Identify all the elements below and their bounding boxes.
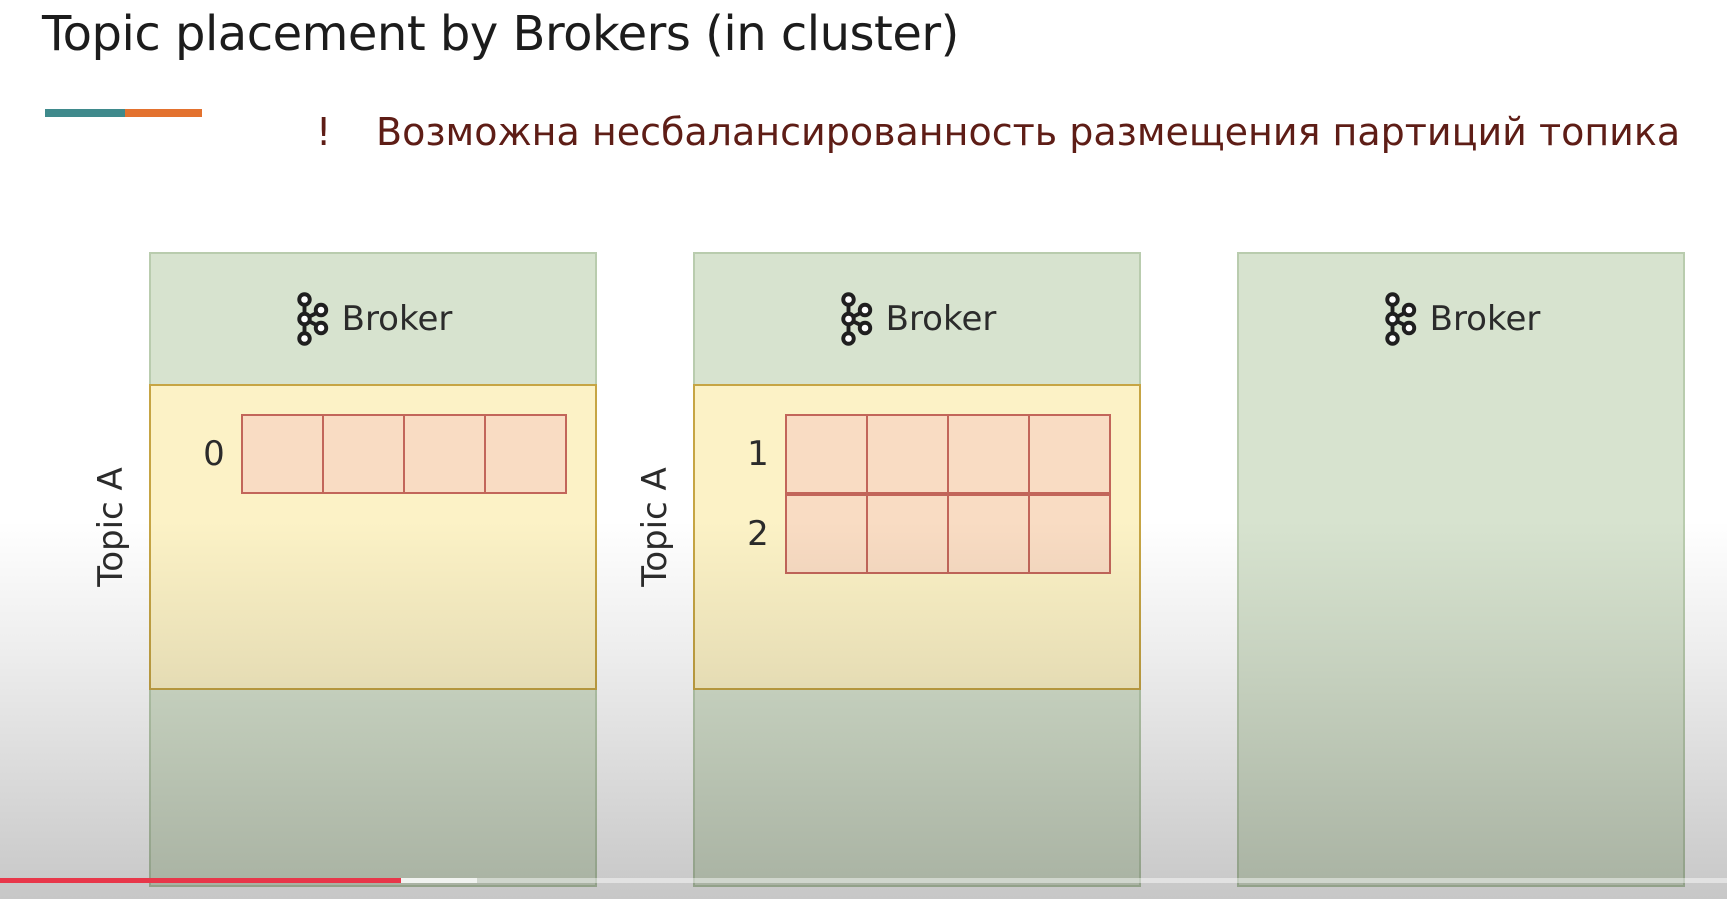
broker-label: Broker [885,299,997,339]
title-accent-teal [45,109,125,117]
partition-segment [866,414,949,494]
topic-label: Topic A [635,467,675,587]
broker-1: Broker 0 [149,252,597,887]
partition-segment [241,414,324,494]
video-progress-played [0,878,401,883]
video-progress-bar[interactable] [0,878,1727,883]
partition-number: 1 [747,434,769,474]
partition-segment [322,414,405,494]
partition-segment [947,414,1030,494]
broker-header: Broker [1239,254,1683,384]
partition-segment [947,494,1030,574]
partition-segment [403,414,486,494]
slide-title: Topic placement by Brokers (in cluster) [42,6,959,62]
partition-segment [785,494,868,574]
broker-header: Broker [695,254,1139,384]
partition-log [785,494,1111,574]
broker-header: Broker [151,254,595,384]
partition-segment [866,494,949,574]
warning-mark: ! [316,110,332,154]
kafka-icon [296,292,328,346]
topic-region: 0 [149,384,597,690]
partition-segment [785,414,868,494]
partition-segment [1028,494,1111,574]
partition-segment [1028,414,1111,494]
title-accent-orange [125,109,202,117]
warning-text: Возможна несбалансированность размещения… [376,110,1681,154]
broker-3: Broker [1237,252,1685,887]
broker-label: Broker [341,299,453,339]
partition-segment [484,414,567,494]
broker-label: Broker [1429,299,1541,339]
partition-number: 0 [203,434,225,474]
topic-label: Topic A [91,467,131,587]
partition-log [241,414,567,494]
partition-number: 2 [747,514,769,554]
kafka-icon [1384,292,1416,346]
partition-log [785,414,1111,494]
kafka-icon [840,292,872,346]
